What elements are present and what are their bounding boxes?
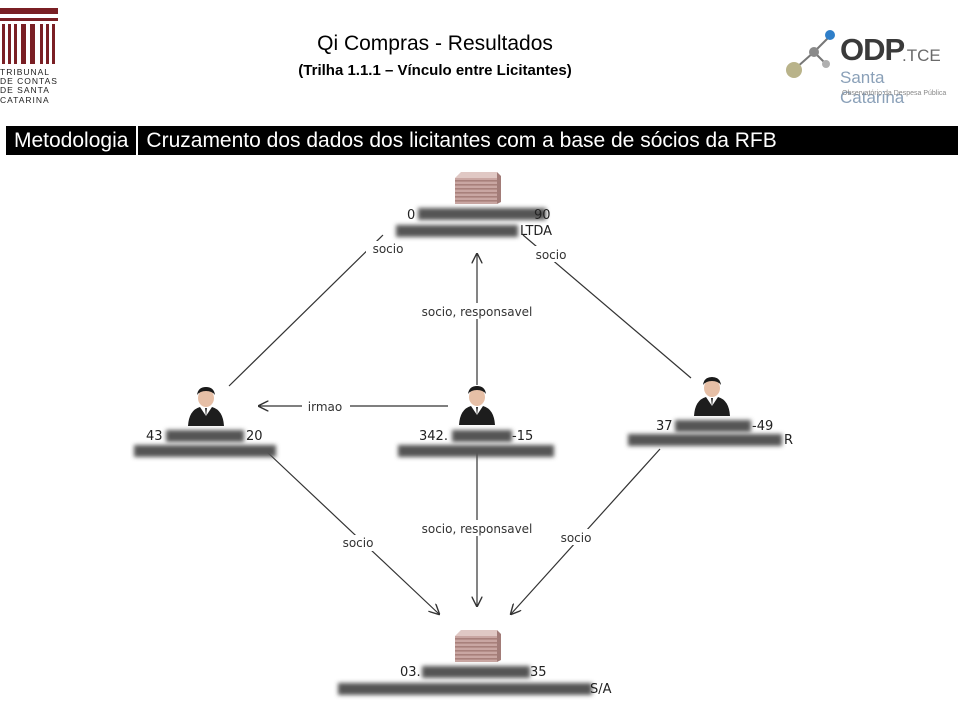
- molecule-icon: [786, 30, 835, 78]
- person-center-id-start: 342.: [419, 429, 448, 444]
- person-icon: [694, 377, 730, 416]
- edge-label-top-left: socio: [373, 242, 404, 256]
- company-top-id-end: 90: [534, 208, 551, 223]
- redacted-id: [166, 430, 244, 442]
- odp-wordmark: ODP: [840, 32, 905, 67]
- redacted-id: [452, 430, 512, 442]
- company-bottom-name-end: S/A: [590, 682, 612, 697]
- tce-sc-logo: TRIBUNAL DE CONTAS DE SANTA CATARINA: [0, 6, 70, 106]
- building-icon: [455, 172, 501, 204]
- company-bottom-id-end: 35: [530, 665, 547, 680]
- tce-columns-icon: [0, 8, 58, 64]
- person-left-id-end: 20: [246, 429, 263, 444]
- company-bottom-id-start: 03.: [400, 665, 421, 680]
- edge-top-left: [228, 234, 384, 387]
- redacted-name: [398, 445, 554, 457]
- methodology-label: Metodologia: [14, 128, 129, 152]
- edge-label-top-center: socio, responsavel: [422, 305, 533, 319]
- odp-region: Santa Catarina: [840, 68, 905, 107]
- person-left-id-start: 43: [146, 429, 163, 444]
- company-top-id-start: 0: [407, 208, 415, 223]
- person-node-right[interactable]: 37 -49 R: [628, 377, 793, 448]
- redacted-name: [134, 445, 276, 457]
- edge-label-bottom-center: socio, responsavel: [422, 522, 533, 536]
- person-right-id-start: 37: [656, 419, 673, 434]
- methodology-bar: Metodologia Cruzamento dos dados dos lic…: [6, 126, 958, 155]
- company-node-bottom[interactable]: 03. 35 S/A: [338, 630, 612, 697]
- redacted-name: [338, 683, 592, 695]
- redacted-name: [628, 434, 782, 446]
- relationship-diagram: socio socio socio, responsavel irmao soc…: [130, 168, 830, 716]
- edge-label-top-right: socio: [536, 248, 567, 262]
- methodology-text: Cruzamento dos dados dos licitantes com …: [146, 128, 777, 152]
- person-right-id-end: -49: [752, 419, 773, 434]
- person-right-name-end: R: [784, 433, 793, 448]
- page-subtitle: (Trilha 1.1.1 – Vínculo entre Licitantes…: [298, 62, 572, 79]
- company-node-top[interactable]: 0 90 LTDA: [396, 172, 552, 239]
- person-icon: [459, 386, 495, 425]
- company-top-name-end: LTDA: [520, 224, 552, 239]
- tce-logo-text: TRIBUNAL DE CONTAS DE SANTA CATARINA: [0, 67, 58, 105]
- person-node-center[interactable]: 342. -15: [398, 386, 554, 457]
- person-node-left[interactable]: 43 20: [134, 387, 276, 457]
- page-title: Qi Compras - Resultados: [317, 32, 553, 55]
- person-center-id-end: -15: [512, 429, 533, 444]
- redacted-name: [396, 225, 518, 237]
- person-icon: [188, 387, 224, 426]
- edge-label-bottom-right: socio: [561, 531, 592, 545]
- redacted-id: [675, 420, 751, 432]
- building-icon: [455, 630, 501, 662]
- edge-label-sibling: irmao: [308, 400, 342, 414]
- redacted-id: [418, 208, 546, 220]
- odp-tagline: Observatório da Despesa Pública: [842, 90, 947, 97]
- edge-label-bottom-left: socio: [343, 536, 374, 550]
- odp-logo: ODP .TCE Santa Catarina Observatório da …: [782, 24, 952, 108]
- redacted-id: [422, 666, 530, 678]
- edge-bottom-left: [265, 450, 439, 614]
- odp-suffix: .TCE: [902, 46, 941, 65]
- bar-divider: [136, 126, 139, 155]
